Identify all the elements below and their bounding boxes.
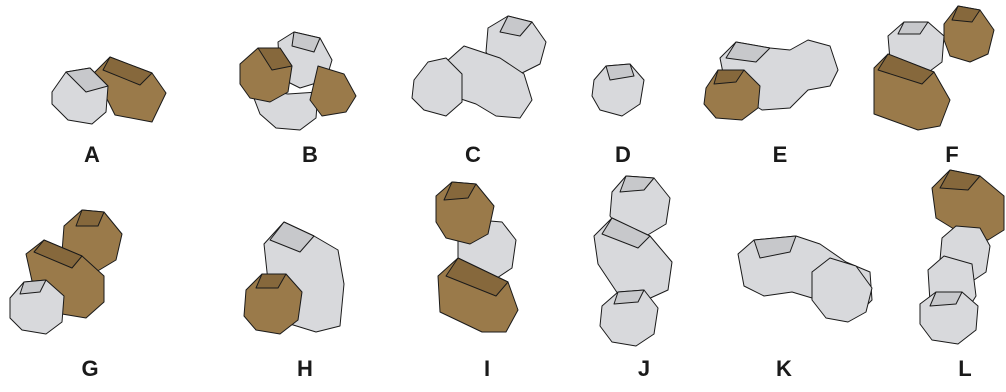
label-k: K — [776, 356, 792, 381]
label-b: B — [302, 142, 318, 167]
piece-a — [51, 56, 167, 125]
piece-k — [737, 235, 873, 323]
piece-e — [703, 39, 839, 121]
piece-f — [873, 5, 995, 131]
piece-b — [239, 31, 357, 131]
piece-g — [9, 209, 123, 335]
label-c: C — [465, 142, 481, 167]
label-i: I — [483, 356, 491, 381]
piece-c — [411, 15, 547, 119]
piece-h — [243, 221, 345, 335]
label-d: D — [615, 142, 631, 167]
label-a: A — [84, 142, 100, 167]
label-l: L — [958, 356, 972, 381]
piece-i — [435, 181, 519, 333]
piece-l — [919, 169, 1005, 345]
label-f: F — [945, 142, 959, 167]
piece-d — [591, 63, 645, 117]
label-g: G — [81, 356, 99, 381]
label-e: E — [772, 142, 788, 167]
label-j: J — [637, 356, 651, 381]
label-h: H — [297, 356, 313, 381]
piece-j — [593, 175, 673, 347]
